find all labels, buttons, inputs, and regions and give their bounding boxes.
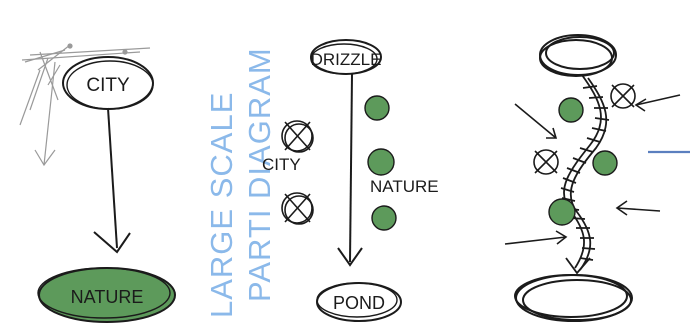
panel-drizzle-to-pond: DRIZZLE CITY NATURE POND bbox=[262, 39, 439, 322]
bottom-oval bbox=[514, 274, 633, 322]
nature-label: NATURE bbox=[71, 287, 144, 307]
panel-winding-path bbox=[504, 34, 690, 322]
city-crossed-circle-1 bbox=[281, 120, 314, 153]
panel3-arrows bbox=[504, 94, 681, 245]
panel-city-to-nature: CITY NATURE bbox=[19, 43, 176, 323]
panel3-green-dots bbox=[548, 97, 618, 226]
pond-label: POND bbox=[333, 293, 385, 313]
top-oval bbox=[539, 34, 617, 77]
nature-green-dots bbox=[364, 95, 397, 231]
drizzle-to-pond-arrow bbox=[337, 73, 363, 267]
panel3-crossed-circle-1 bbox=[610, 83, 636, 109]
title-line-2: PARTI DIAGRAM bbox=[242, 47, 277, 302]
drizzle-node: DRIZZLE bbox=[310, 39, 382, 75]
winding-path bbox=[560, 74, 610, 275]
city-crossed-circle-2 bbox=[281, 192, 314, 225]
grey-scribbles bbox=[19, 43, 151, 167]
panel2-city-label: CITY bbox=[262, 155, 301, 174]
panel2-nature-label: NATURE bbox=[370, 177, 439, 196]
title-line-1: LARGE SCALE bbox=[204, 92, 239, 318]
pond-node: POND bbox=[316, 282, 402, 322]
panel3-crossed-circle-2 bbox=[533, 149, 559, 175]
city-node: CITY bbox=[62, 56, 154, 110]
drizzle-label: DRIZZLE bbox=[311, 50, 382, 69]
vertical-title: LARGE SCALE PARTI DIAGRAM bbox=[204, 47, 277, 318]
nature-node: NATURE bbox=[37, 267, 176, 323]
city-label: CITY bbox=[86, 75, 130, 96]
city-to-nature-arrow bbox=[93, 107, 131, 254]
